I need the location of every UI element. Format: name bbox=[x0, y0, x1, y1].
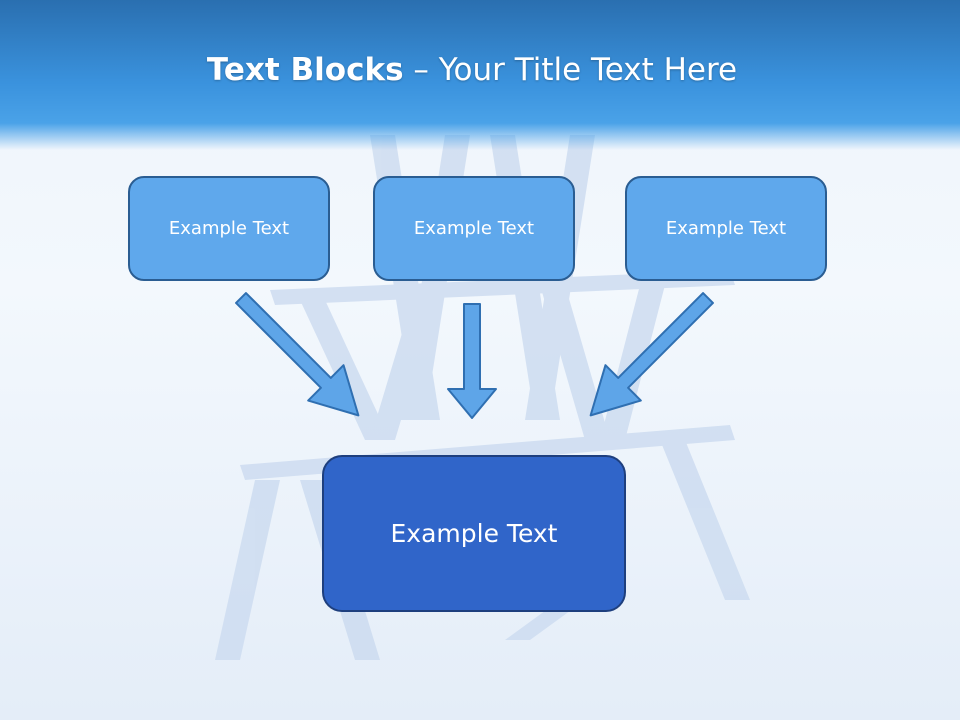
arrow-right-diagonal bbox=[589, 292, 714, 417]
text-block-center[interactable]: Example Text bbox=[373, 176, 575, 281]
arrow-left-diagonal bbox=[235, 292, 360, 417]
slide-title: Text Blocks – Your Title Text Here bbox=[0, 52, 944, 88]
text-block-right-label: Example Text bbox=[665, 218, 787, 239]
title-banner bbox=[0, 0, 960, 150]
center-result-label: Example Text bbox=[390, 519, 558, 548]
center-result-block[interactable]: Example Text bbox=[322, 455, 626, 612]
text-block-center-label: Example Text bbox=[413, 218, 535, 239]
text-block-left[interactable]: Example Text bbox=[128, 176, 330, 281]
title-bold-part: Text Blocks bbox=[206, 52, 404, 88]
text-block-left-label: Example Text bbox=[168, 218, 290, 239]
text-block-right[interactable]: Example Text bbox=[625, 176, 827, 281]
arrow-center-down bbox=[447, 303, 497, 419]
title-dash: – bbox=[403, 52, 439, 88]
title-rest: Your Title Text Here bbox=[438, 52, 738, 88]
